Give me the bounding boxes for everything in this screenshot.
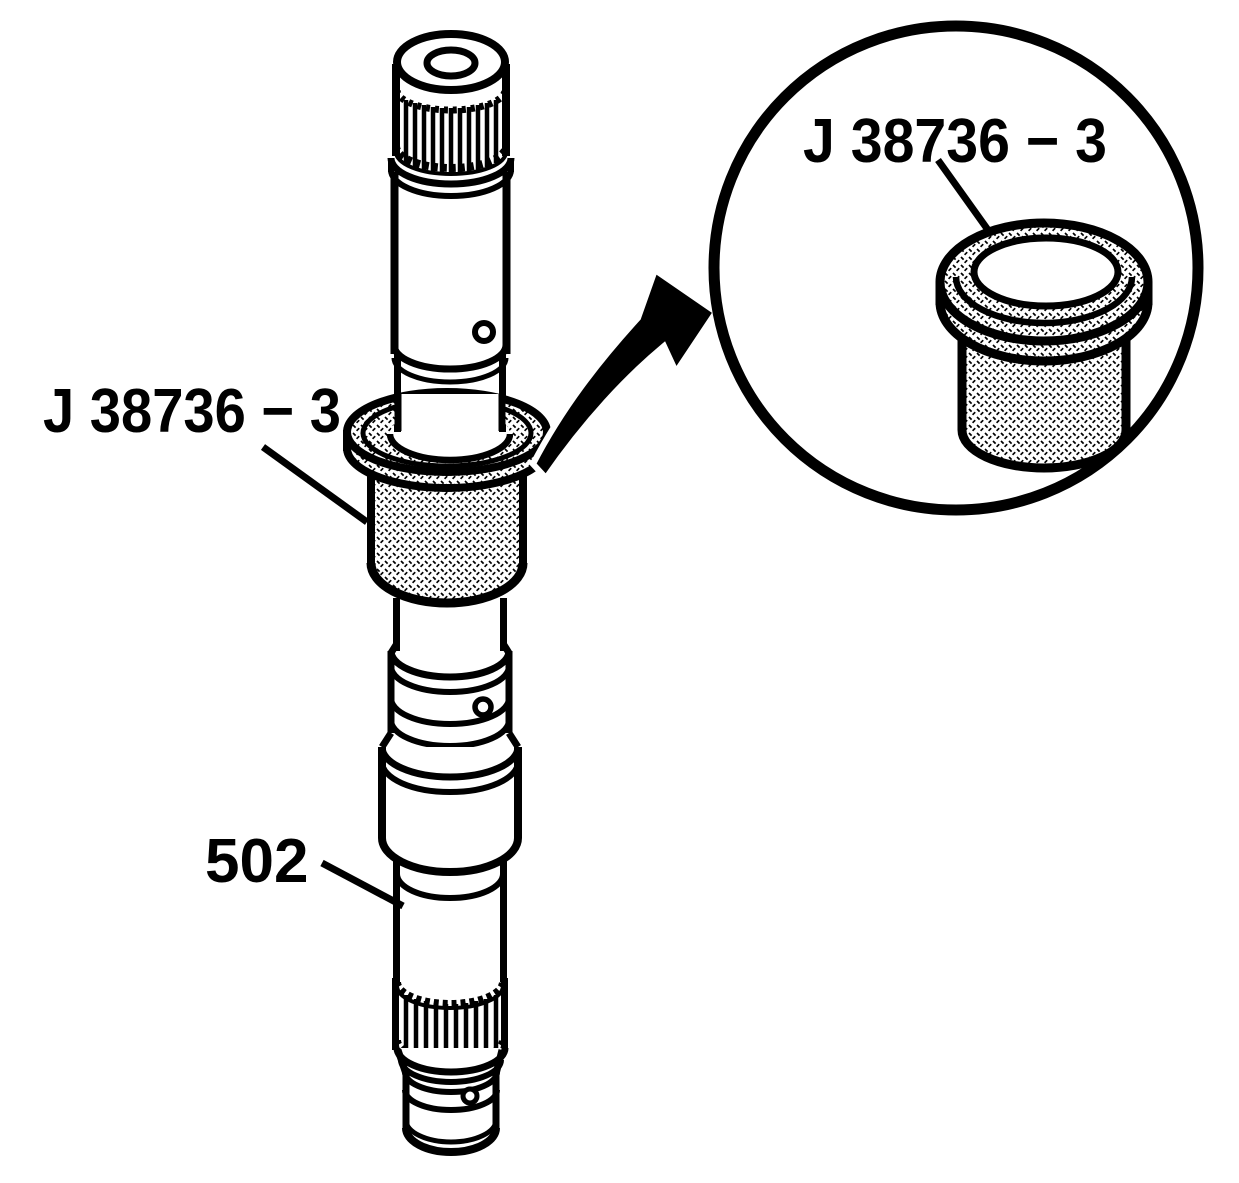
leader-line-detail: [935, 157, 991, 233]
shaft-oil-hole-mid: [472, 696, 494, 718]
label-tool-detail: J 38736 − 3: [803, 107, 1107, 176]
tool-bushing-illustration: [343, 388, 551, 608]
wide-collar-section: [378, 731, 522, 901]
main-shaft-illustration: [343, 30, 551, 1156]
shaft-bottom-end: [393, 1047, 509, 1156]
shaft-oil-hole-upper: [472, 320, 496, 344]
detail-callout-circle: J 38736 − 3: [708, 20, 1204, 516]
mid-journal-section: [387, 643, 513, 749]
magnify-arrow-icon: [529, 265, 721, 483]
shaft-oil-hole-lower: [460, 1086, 480, 1106]
top-spline-section: [392, 30, 510, 176]
leader-line-tool: [260, 444, 370, 525]
magnified-bushing-bore: [970, 234, 1122, 310]
leader-line-part: [320, 859, 405, 910]
label-part-number: 502: [205, 827, 308, 896]
shaft-top-bore: [423, 46, 479, 80]
label-tool-main: J 38736 − 3: [43, 377, 341, 446]
magnified-bushing-illustration: [935, 218, 1153, 473]
